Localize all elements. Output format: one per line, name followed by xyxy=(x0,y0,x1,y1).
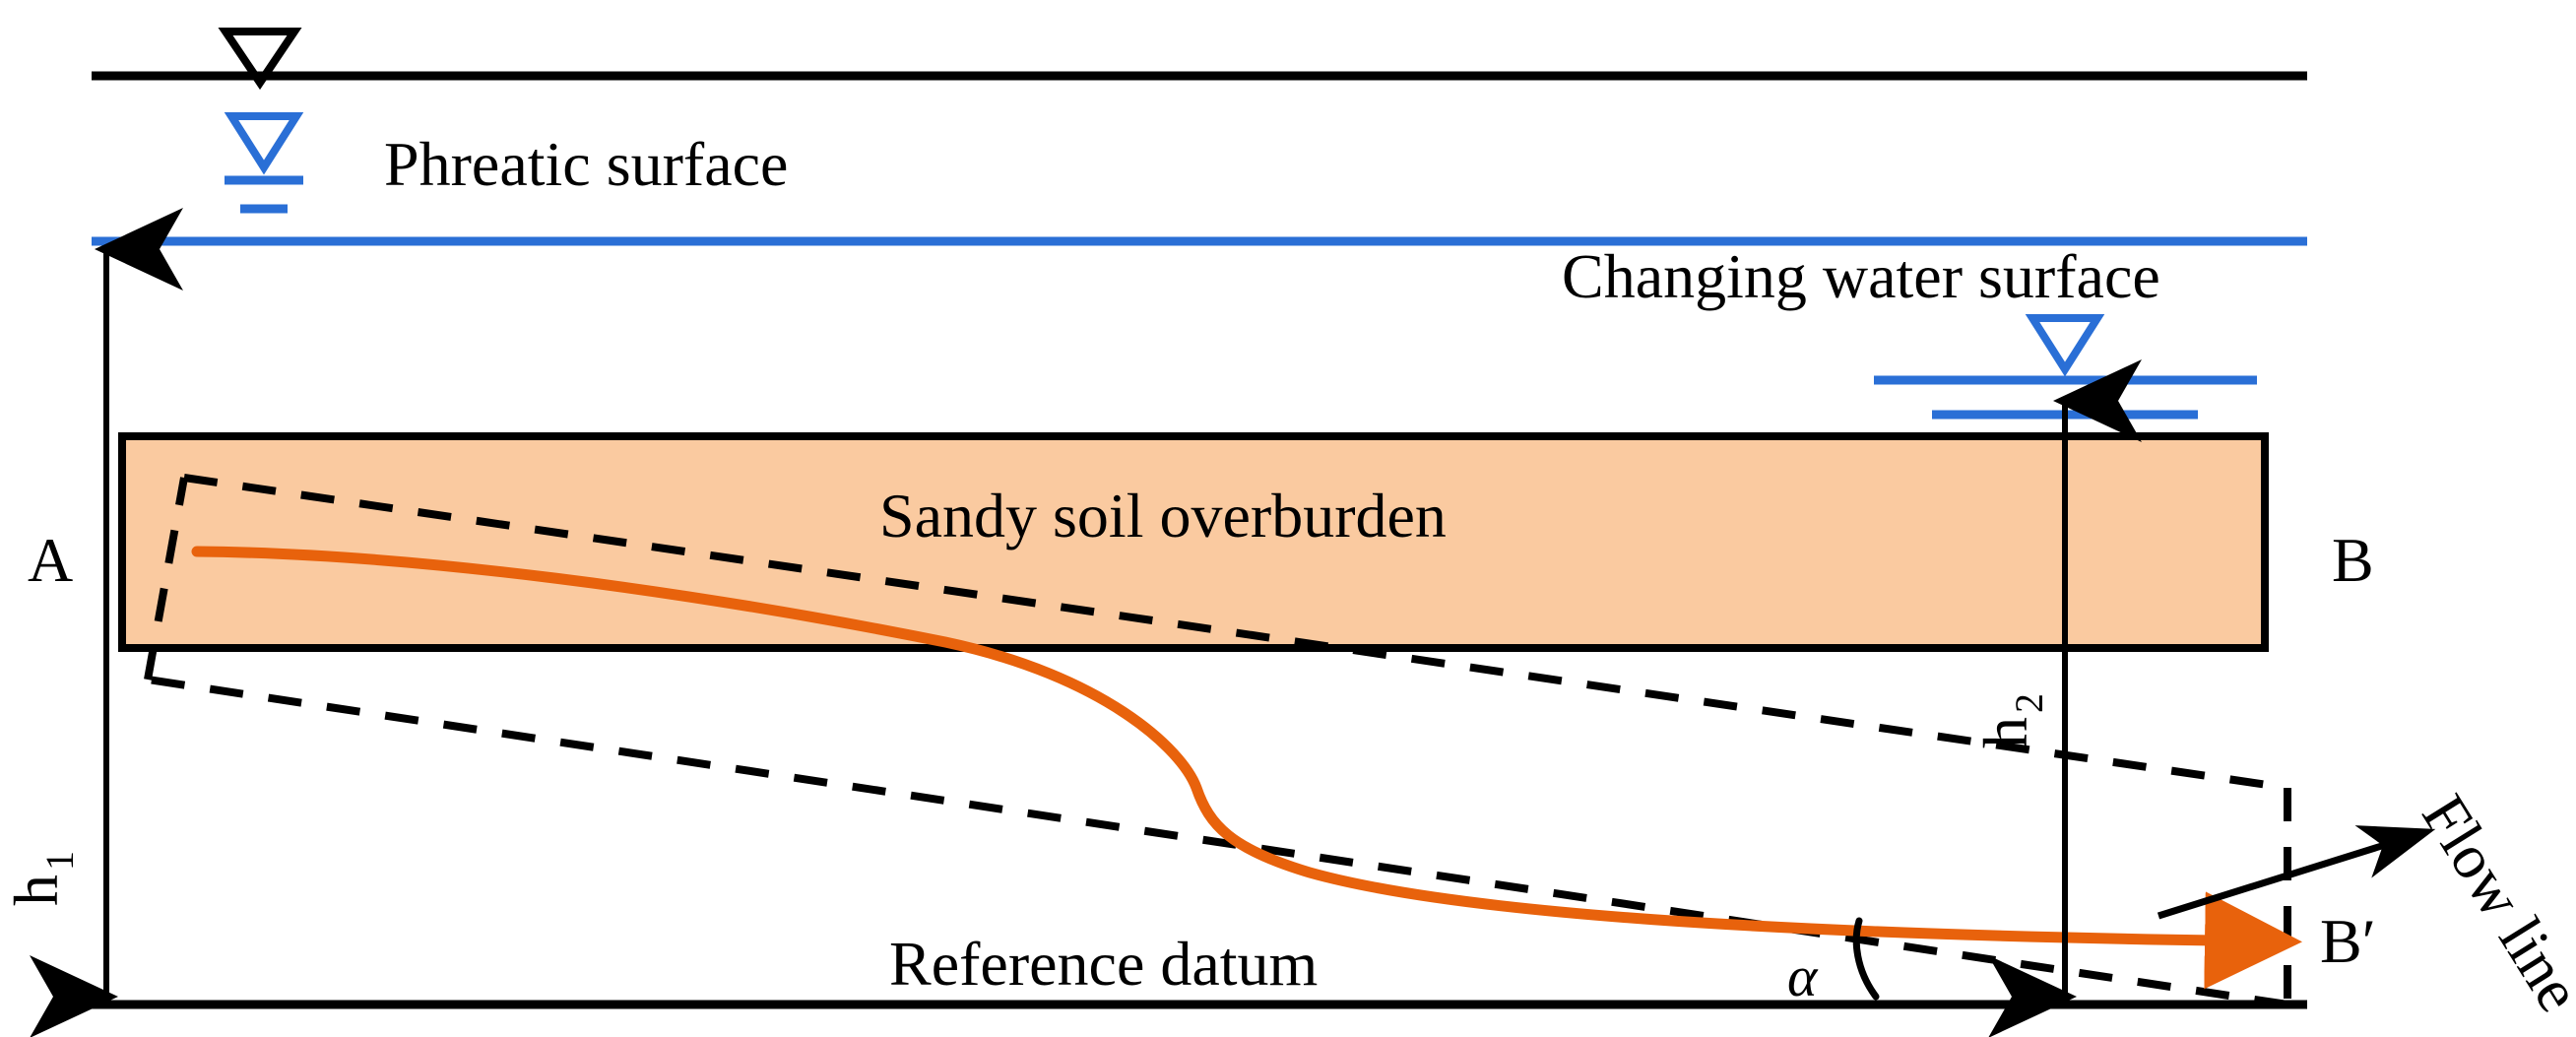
h1-label-base: h xyxy=(1,875,71,906)
point-a-label: A xyxy=(28,525,73,595)
water-table-triangle-icon-black xyxy=(218,28,302,91)
flow-line-curve xyxy=(191,546,2302,990)
deformed-block-bottom-edge xyxy=(147,676,2288,1008)
flow-line-label-group: Flow line xyxy=(2409,783,2576,1023)
h1-label-subscript: 1 xyxy=(37,851,82,871)
ground-surface-group xyxy=(92,28,2307,91)
h1-label-group: h 1 xyxy=(1,851,82,906)
water-table-triangle-icon-blue-right xyxy=(2025,314,2105,377)
phreatic-surface-label: Phreatic surface xyxy=(384,129,788,199)
reference-datum-label: Reference datum xyxy=(889,929,1318,999)
alpha-angle-label: α xyxy=(1787,944,1819,1008)
flow-line-label: Flow line xyxy=(2409,783,2576,1023)
h2-label-group: h 2 xyxy=(1970,693,2051,748)
sandy-soil-overburden-label: Sandy soil overburden xyxy=(879,481,1447,551)
changing-water-surface-group xyxy=(1874,314,2257,420)
water-table-triangle-icon-blue-left xyxy=(224,112,304,175)
flow-line-pointer-arrow xyxy=(2157,825,2436,920)
h2-label-base: h xyxy=(1970,717,2040,748)
phreatic-surface-group xyxy=(92,112,2307,246)
point-b-label: B xyxy=(2332,525,2374,595)
alpha-angle-arc xyxy=(1852,917,1880,1001)
flow-line-curve-group xyxy=(191,546,2302,990)
changing-water-surface-label: Changing water surface xyxy=(1562,241,2160,311)
h2-label-subscript: 2 xyxy=(2007,693,2051,713)
point-b-prime-label: B′ xyxy=(2320,906,2376,976)
